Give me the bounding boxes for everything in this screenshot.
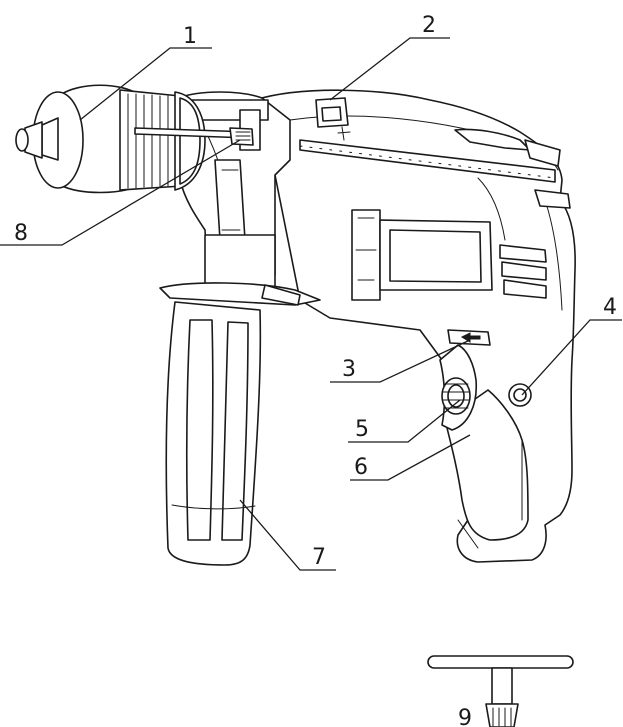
ventilation-panel	[351, 209, 381, 301]
callout-6: 6	[354, 455, 368, 480]
callout-7: 7	[312, 545, 326, 570]
callout-2: 2	[422, 13, 436, 38]
callout-9: 9	[458, 706, 472, 727]
auxiliary-handle	[165, 301, 262, 566]
callout-8: 8	[14, 221, 28, 246]
chuck-key	[427, 655, 574, 727]
lock-on-button	[508, 383, 532, 407]
callout-4: 4	[603, 295, 617, 320]
callout-3: 3	[342, 357, 356, 382]
speed-control-wheel	[441, 377, 471, 415]
callout-1: 1	[183, 24, 197, 49]
keyed-chuck	[15, 84, 206, 194]
callout-5: 5	[355, 417, 369, 442]
